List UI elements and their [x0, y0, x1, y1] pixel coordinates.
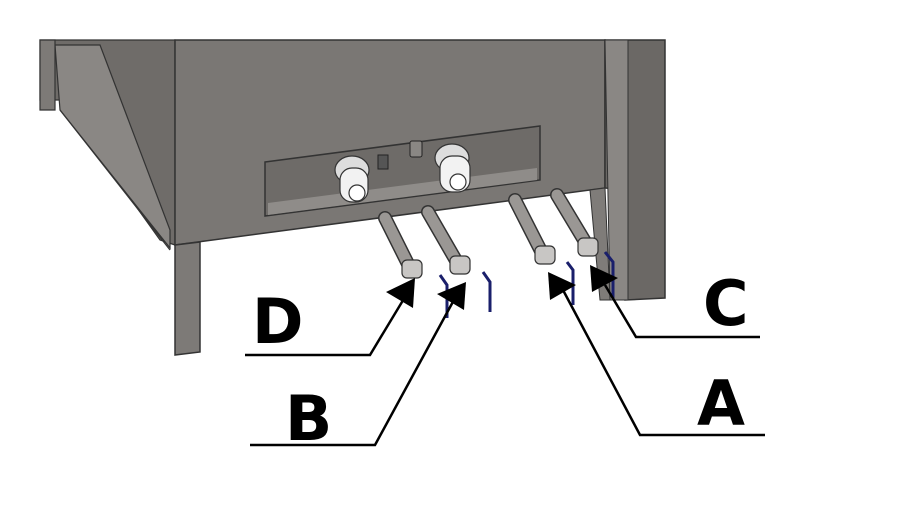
label-d: D: [252, 285, 303, 358]
callouts: [245, 284, 765, 447]
label-a: A: [697, 367, 745, 440]
valve-a: [534, 245, 556, 265]
leader-a: [561, 289, 765, 437]
elbow-fitting-left: [334, 155, 370, 203]
arrowheads: [386, 265, 618, 310]
pipe-b: [421, 205, 465, 271]
label-b: B: [285, 382, 332, 455]
valve-c: [577, 237, 599, 257]
elbow-fitting-right: [434, 143, 471, 193]
label-c: C: [703, 267, 749, 340]
small-fitting: [409, 140, 423, 158]
pipe-c: [550, 188, 594, 252]
leader-b: [250, 297, 457, 447]
arrow-b: [437, 282, 466, 310]
valve-b: [449, 255, 471, 275]
cabinet-left-frame: [39, 39, 176, 251]
leader-d: [245, 291, 410, 357]
arrow-d: [386, 278, 415, 308]
arrow-c: [590, 265, 618, 292]
small-fitting: [377, 154, 389, 170]
valve-d: [401, 259, 423, 279]
valve-handles: [438, 251, 615, 318]
leader-c: [603, 284, 760, 339]
cabinet-leg: [174, 241, 201, 356]
valves: [401, 237, 599, 279]
arrow-a: [548, 272, 576, 300]
cabinet-right-edge: [604, 39, 629, 301]
connection-panel: [264, 125, 541, 217]
